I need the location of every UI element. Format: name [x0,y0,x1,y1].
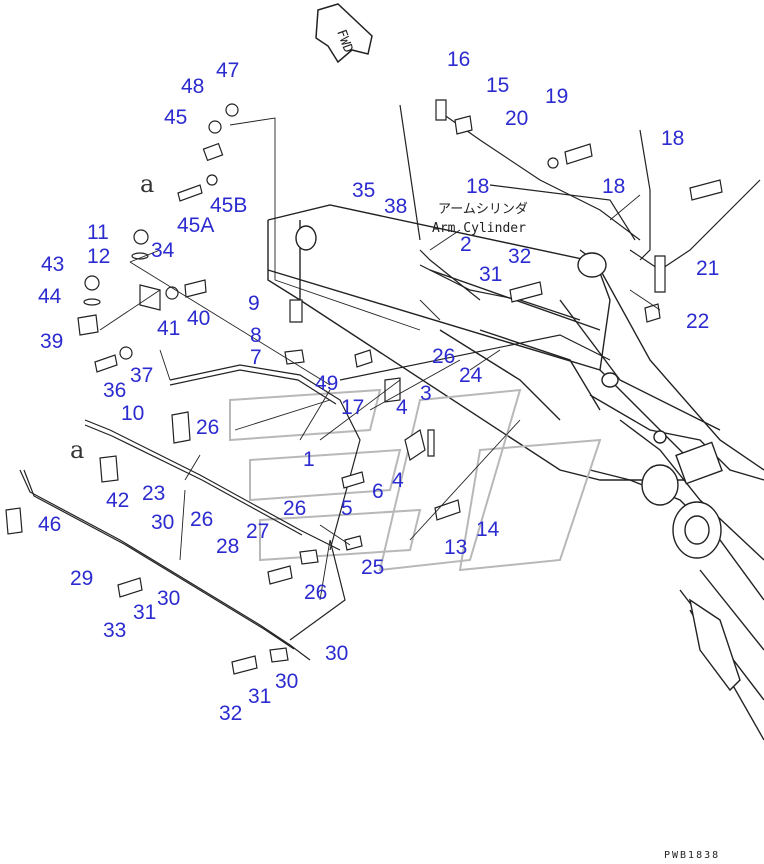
callout-30c: 30 [325,642,349,665]
callout-35: 35 [352,179,376,202]
callout-14: 14 [476,518,500,541]
callout-7: 7 [250,346,262,369]
callout-18c: 18 [602,175,626,198]
callout-24: 24 [459,364,483,387]
callout-23: 23 [142,482,166,505]
callout-28: 28 [216,535,240,558]
callout-11: 11 [87,221,109,244]
callout-20: 20 [505,107,529,130]
callout-44: 44 [38,285,62,308]
callout-26c: 26 [190,508,214,531]
callout-19: 19 [545,85,569,108]
callout-4a: 4 [396,396,408,419]
callout-16: 16 [447,48,471,71]
callout-13: 13 [444,536,468,559]
callout-30d: 30 [275,670,299,693]
forward-arrow-icon: FWD [315,3,373,64]
callout-1: 1 [303,448,315,471]
callout-27: 27 [246,520,270,543]
callout-30a: 30 [151,511,175,534]
callout-34: 34 [151,239,175,262]
arm-cylinder-jp-note: アームシリンダ [438,202,528,217]
callout-9: 9 [248,292,260,315]
callout-26b: 26 [196,416,220,439]
callout-45B: 45B [210,194,248,217]
callout-29: 29 [70,567,94,590]
callout-6: 6 [372,480,384,503]
callout-41: 41 [157,317,181,340]
detail-mark-a-upper: a [140,170,155,198]
callout-22: 22 [686,310,710,333]
callout-37: 37 [130,364,154,387]
detail-mark-a-lower: a [70,436,85,464]
callout-32a: 32 [508,245,532,268]
callout-26e: 26 [304,581,328,604]
callout-46: 46 [38,513,62,536]
arm-cylinder-en-note: Arm Cylinder [432,221,526,236]
callout-15: 15 [486,74,510,97]
callout-5: 5 [341,497,353,520]
hydraulic-pipes [19,104,761,661]
leader-lines [99,117,661,601]
callout-36: 36 [103,379,127,402]
bolts-and-clamps [5,99,723,675]
callout-49: 49 [315,372,339,395]
callout-42: 42 [106,489,130,512]
callout-21: 21 [696,257,720,280]
callout-31b: 31 [133,601,157,624]
callout-25: 25 [361,556,385,579]
callout-38: 38 [384,195,408,218]
callout-48: 48 [181,75,205,98]
watermark-logo [229,388,602,572]
callout-4b: 4 [392,469,404,492]
callout-2: 2 [460,233,472,256]
callout-43: 43 [41,253,65,276]
callout-31c: 31 [248,685,272,708]
callout-26d: 26 [283,497,307,520]
drawing-number: PWB1838 [664,850,721,861]
callout-10: 10 [121,402,145,425]
callout-32b: 32 [219,702,243,725]
callout-12: 12 [87,245,111,268]
callout-45: 45 [164,106,188,129]
callout-31a: 31 [479,263,503,286]
callout-33: 33 [103,619,127,642]
callout-8: 8 [250,324,262,347]
callout-40: 40 [187,307,211,330]
callout-45A: 45A [177,214,215,237]
callout-30b: 30 [157,587,181,610]
callout-18b: 18 [466,175,490,198]
arm-pins [295,225,741,692]
callout-17: 17 [341,396,365,419]
callout-26a: 26 [432,345,456,368]
callout-18a: 18 [661,127,685,150]
callout-3: 3 [420,382,432,405]
callout-39: 39 [40,330,64,353]
callout-47: 47 [216,59,240,82]
